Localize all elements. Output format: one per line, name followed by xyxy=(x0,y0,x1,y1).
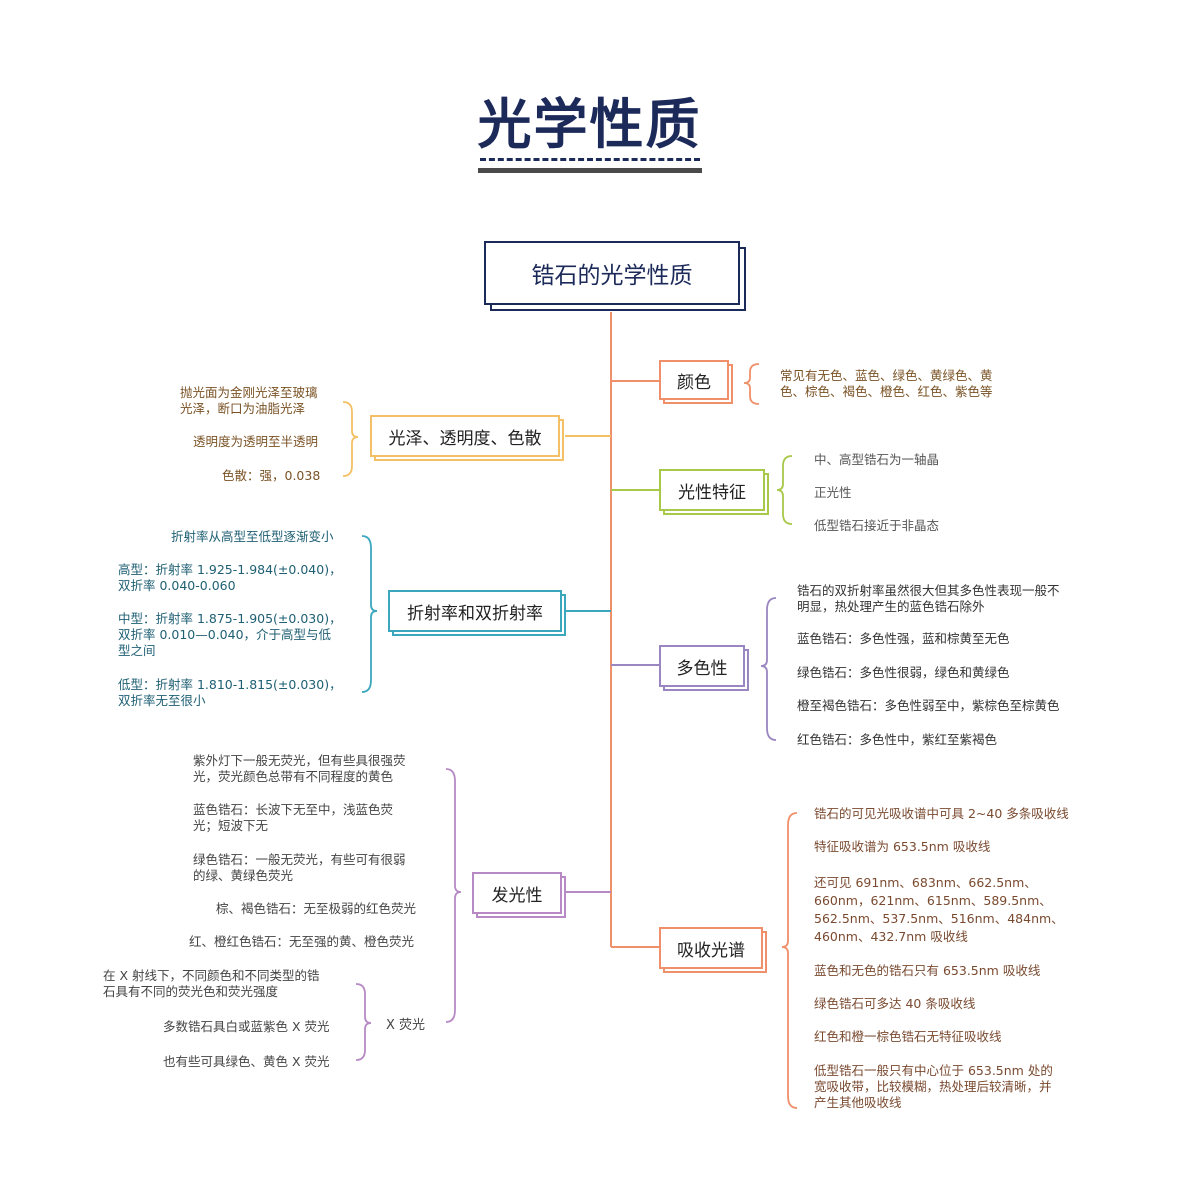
node-pleo[interactable]: 多色性 xyxy=(659,645,745,687)
bracket-xray xyxy=(355,983,372,1061)
node-refract[interactable]: 折射率和双折射率 xyxy=(388,590,562,632)
bracket-absorb xyxy=(781,812,798,1109)
bracket-color xyxy=(743,363,760,405)
axis-item-2: 正光性 xyxy=(814,485,852,500)
bracket-luster xyxy=(342,401,359,477)
pleo-item-4: 橙至褐色锆石：多色性弱至中，紫棕色至棕黄色 xyxy=(797,698,1060,713)
bracket-lum xyxy=(445,768,462,1023)
absorb-item-7: 低型锆石一般只有中心位于 653.5nm 处的 宽吸收带，比较模糊，热处理后较清… xyxy=(814,1063,1053,1110)
pleo-item-5: 红色锆石：多色性中，紫红至紫褐色 xyxy=(797,732,998,747)
node-absorb[interactable]: 吸收光谱 xyxy=(659,927,763,969)
absorb-item-3: 还可见 691nm、683nm、662.5nm、 660nm，621nm、615… xyxy=(814,875,1064,944)
root-node[interactable]: 锆石的光学性质 xyxy=(484,241,740,305)
color-item-1: 常见有无色、蓝色、绿色、黄绿色、黄 色、棕色、褐色、橙色、红色、紫色等 xyxy=(780,368,993,399)
node-lum[interactable]: 发光性 xyxy=(472,872,562,914)
xray-label: X 荧光 xyxy=(386,1018,426,1033)
xray-item-2: 多数锆石具白或蓝紫色 X 荧光 xyxy=(163,1019,330,1034)
refract-item-2: 高型：折射率 1.925-1.984(±0.040)， 双折率 0.040-0.… xyxy=(118,562,342,593)
refract-item-4: 低型：折射率 1.810-1.815(±0.030)， 双折率无至很小 xyxy=(118,677,342,708)
luster-item-2: 透明度为透明至半透明 xyxy=(193,434,319,449)
node-color[interactable]: 颜色 xyxy=(659,360,729,400)
absorb-item-6: 红色和橙一棕色锆石无特征吸收线 xyxy=(814,1029,1002,1044)
pleo-item-1: 锆石的双折射率虽然很大但其多色性表现一般不 明显，热处理产生的蓝色锆石除外 xyxy=(797,583,1060,614)
absorb-item-5: 绿色锆石可多达 40 条吸收线 xyxy=(814,996,976,1011)
lum-item-4: 棕、褐色锆石：无至极弱的红色荧光 xyxy=(216,901,417,916)
axis-item-3: 低型锆石接近于非晶态 xyxy=(814,518,940,533)
bracket-axis xyxy=(776,455,793,525)
lum-item-1: 紫外灯下一般无荧光，但有些具很强荧 光，荧光颜色总带有不同程度的黄色 xyxy=(193,753,406,784)
xray-item-1: 在 X 射线下，不同颜色和不同类型的锆 石具有不同的荧光色和荧光强度 xyxy=(103,968,320,999)
absorb-item-4: 蓝色和无色的锆石只有 653.5nm 吸收线 xyxy=(814,963,1041,978)
lum-item-2: 蓝色锆石：长波下无至中，浅蓝色荧 光；短波下无 xyxy=(193,802,394,833)
absorb-item-1: 锆石的可见光吸收谱中可具 2~40 多条吸收线 xyxy=(814,806,1069,821)
lum-item-3: 绿色锆石：一般无荧光，有些可有很弱 的绿、黄绿色荧光 xyxy=(193,852,406,883)
absorb-item-2: 特征吸收谱为 653.5nm 吸收线 xyxy=(814,839,991,854)
page-title: 光学性质 xyxy=(477,93,702,156)
bracket-pleo xyxy=(760,597,777,741)
luster-item-3: 色散：强，0.038 xyxy=(222,468,321,483)
luster-item-1: 抛光面为金刚光泽至玻璃 光泽，断口为油脂光泽 xyxy=(180,385,318,416)
pleo-item-3: 绿色锆石：多色性很弱，绿色和黄绿色 xyxy=(797,665,1010,680)
refract-item-1: 折射率从高型至低型逐渐变小 xyxy=(171,529,334,544)
title-solid-underline xyxy=(478,168,702,173)
title-dashed-underline xyxy=(480,158,700,161)
pleo-item-2: 蓝色锆石：多色性强，蓝和棕黄至无色 xyxy=(797,631,1010,646)
node-axis[interactable]: 光性特征 xyxy=(659,469,765,511)
xray-item-3: 也有些可具绿色、黄色 X 荧光 xyxy=(163,1054,330,1069)
lum-item-5: 红、橙红色锆石：无至强的黄、橙色荧光 xyxy=(189,934,415,949)
node-luster[interactable]: 光泽、透明度、色散 xyxy=(370,415,560,457)
refract-item-3: 中型：折射率 1.875-1.905(±0.030)， 双折率 0.010—0.… xyxy=(118,611,342,658)
axis-item-1: 中、高型锆石为一轴晶 xyxy=(814,452,940,467)
bracket-refract xyxy=(361,535,378,693)
